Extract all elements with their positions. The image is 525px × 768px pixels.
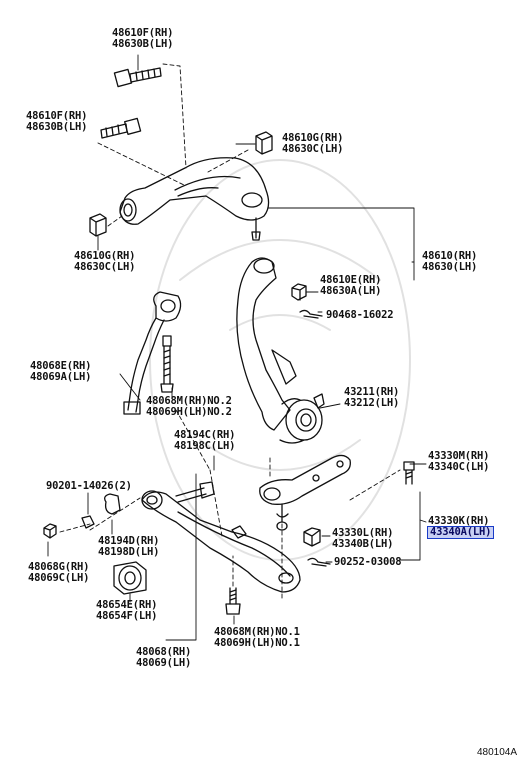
upper-bushing-left-icon (89, 213, 107, 237)
figure-code: 480104A (476, 747, 517, 758)
part-label[interactable]: 90468-16022 (326, 309, 394, 321)
bracket-bolt-icon (403, 461, 415, 485)
part-label[interactable]: 48068G(RH)48069C(LH) (28, 561, 90, 584)
part-label[interactable]: 48068E(RH)48069A(LH) (30, 360, 92, 383)
cotter-pin-top-icon (299, 309, 323, 319)
part-label[interactable]: 43330M(RH)43340C(LH) (428, 450, 490, 473)
lower-control-arm-icon (141, 490, 301, 593)
second-bolt-icon (100, 117, 142, 139)
cotter-pin-bottom-icon (307, 557, 331, 567)
bolt-no2-icon (160, 335, 174, 393)
part-label[interactable]: 48610G(RH)48630C(LH) (282, 132, 344, 155)
part-label[interactable]: 90252-03008 (334, 556, 402, 568)
upper-control-arm-icon (119, 157, 270, 241)
part-label-highlighted[interactable]: 43330K(RH)43340A(LH) (426, 515, 495, 539)
lower-nut-icon (43, 523, 57, 539)
leader-lines (47, 54, 427, 641)
part-label[interactable]: 48610(RH)48630(LH) (422, 250, 478, 273)
part-label[interactable]: 48610G(RH)48630C(LH) (74, 250, 136, 273)
top-bolt-icon (113, 67, 162, 88)
ball-joint-bracket-icon (259, 454, 351, 531)
part-label[interactable]: 48610F(RH)48630B(LH) (26, 110, 88, 133)
upper-bushing-right-icon (255, 131, 273, 155)
arm-bushing-icon (113, 561, 147, 595)
washer-icon (81, 515, 95, 529)
part-label[interactable]: 48194C(RH)48198C(LH) (174, 429, 236, 452)
part-label[interactable]: 48194D(RH)48198D(LH) (98, 535, 160, 558)
ball-joint-nut-icon (303, 527, 321, 547)
steering-knuckle-icon (236, 257, 325, 444)
bolt-no1-icon (225, 587, 241, 615)
upper-centerlines (97, 63, 249, 227)
part-label[interactable]: 90201-14026(2) (46, 480, 132, 492)
part-label[interactable]: 43330L(RH)43340B(LH) (332, 527, 394, 550)
part-label[interactable]: 48610F(RH)48630B(LH) (112, 27, 174, 50)
part-label[interactable]: 43211(RH)43212(LH) (344, 386, 400, 409)
part-label[interactable]: 48068(RH)48069(LH) (136, 646, 192, 669)
knuckle-nut-icon (291, 283, 307, 301)
strut-rod-icon (123, 291, 182, 415)
highlighted-part-number[interactable]: 43340A(LH) (426, 526, 495, 539)
lower-bushing-icon (104, 493, 121, 515)
part-label[interactable]: 48654E(RH)48654F(LH) (96, 599, 158, 622)
part-label[interactable]: 48610E(RH)48630A(LH) (320, 274, 382, 297)
watermark (149, 159, 411, 561)
lower-centerlines (59, 409, 401, 599)
